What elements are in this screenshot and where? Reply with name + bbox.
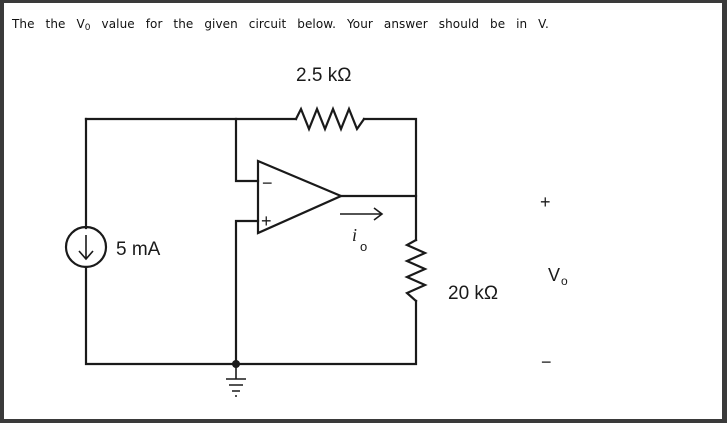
- circuit-diagram: 2.5 kΩ 20 kΩ − + 5 mA i o + V o −: [64, 65, 568, 397]
- question-prefix: The the: [12, 17, 77, 31]
- question-suffix: value for the given circuit below. Your …: [90, 17, 549, 31]
- output-wire: [339, 194, 418, 242]
- opamp-plus-sign: +: [261, 211, 272, 231]
- output-current-arrow-icon: [340, 207, 384, 221]
- feedback-resistor: [294, 106, 366, 132]
- vo-minus-sign: −: [541, 352, 552, 372]
- load-resistor: [404, 238, 428, 303]
- question-text: The the V0 value for the given circuit b…: [12, 17, 549, 33]
- question-variable: V: [76, 17, 85, 31]
- vo-label: V: [548, 265, 560, 285]
- top-wire: [84, 117, 418, 198]
- current-source: [64, 225, 108, 269]
- left-wire: [84, 117, 418, 366]
- output-current-subscript: o: [360, 239, 367, 254]
- opamp-triangle: [256, 159, 344, 235]
- current-down-arrow-icon: [78, 235, 94, 261]
- ground-icon: [226, 364, 246, 397]
- load-resistor-label: 20 kΩ: [448, 283, 498, 304]
- inverting-input-wire: [234, 117, 260, 183]
- noninverting-input-wire: [234, 219, 260, 366]
- question-variable-subscript: 0: [84, 23, 91, 33]
- output-current-label: i: [352, 225, 357, 245]
- vo-subscript: o: [561, 274, 568, 288]
- feedback-resistor-label: 2.5 kΩ: [296, 65, 351, 86]
- current-source-label: 5 mA: [116, 239, 161, 260]
- opamp-minus-sign: −: [262, 173, 273, 193]
- vo-plus-sign: +: [540, 192, 551, 212]
- problem-page: The the V0 value for the given circuit b…: [4, 3, 722, 419]
